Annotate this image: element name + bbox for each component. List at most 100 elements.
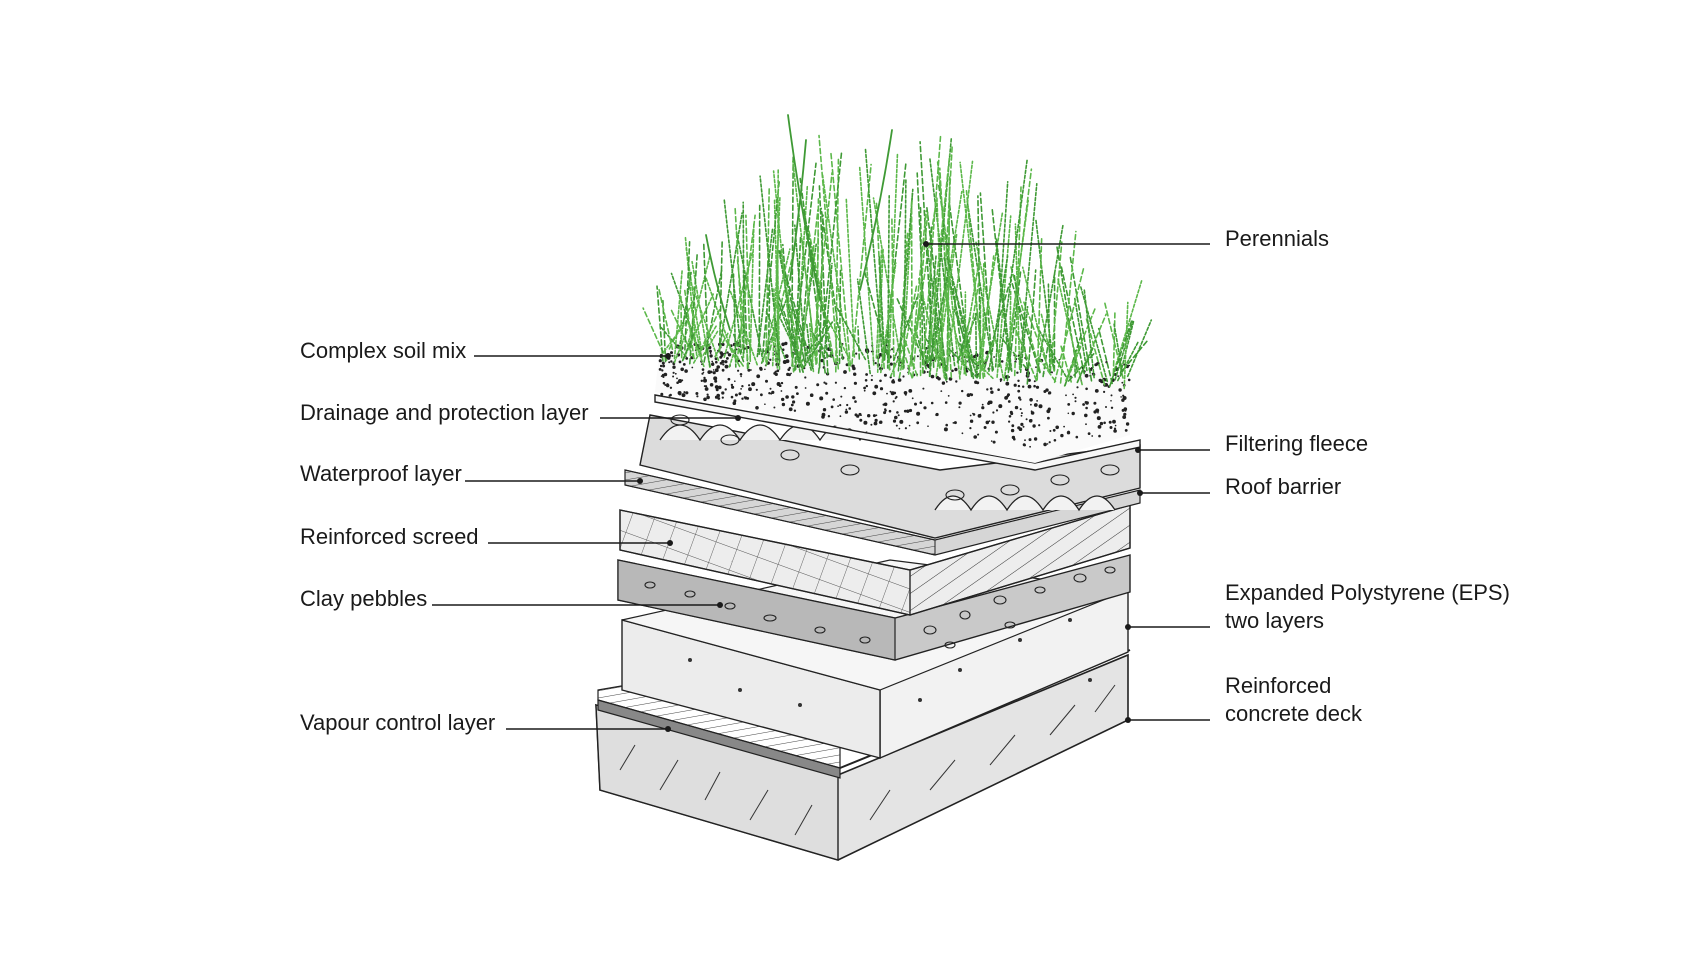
soil-grain (992, 411, 995, 414)
soil-grain (701, 372, 704, 375)
grass-stroke (692, 324, 718, 364)
soil-grain (985, 351, 988, 355)
soil-grain (874, 362, 877, 365)
soil-grain (804, 376, 807, 379)
grass-stroke (765, 187, 770, 363)
label-fleece-line1: Filtering fleece (1225, 431, 1369, 456)
soil-grain (1096, 416, 1101, 421)
soil-grain (883, 373, 887, 377)
soil-grain (992, 440, 996, 444)
soil-grain (661, 373, 665, 377)
soil-grain (1066, 431, 1071, 435)
grass-stroke (898, 282, 918, 379)
grass-stroke (977, 337, 996, 377)
soil-grain (670, 351, 673, 355)
grass-stroke (803, 211, 833, 358)
soil-grain (1109, 426, 1113, 429)
soil-grain (891, 348, 894, 351)
soil-grain (961, 432, 964, 435)
soil-grain (947, 395, 950, 397)
soil-grain (1124, 429, 1128, 432)
grass-stroke (777, 294, 799, 355)
grass-stroke (927, 153, 951, 363)
soil-grain (741, 397, 744, 400)
soil-grain (1017, 389, 1021, 393)
soil-grain (863, 389, 866, 392)
soil-grain (923, 406, 927, 410)
soil-grain (819, 396, 824, 401)
grass-stroke (1026, 269, 1037, 385)
label-concrete-deck: Reinforced concrete deck (1225, 672, 1362, 728)
soil-grain (781, 402, 786, 407)
soil-grain (717, 397, 721, 400)
label-eps-line1: Expanded Polystyrene (EPS) (1225, 580, 1510, 605)
soil-grain (952, 422, 955, 424)
soil-grain (711, 362, 715, 366)
soil-grain (661, 369, 664, 372)
grass-stroke (1036, 355, 1057, 383)
grass-stroke (935, 233, 958, 377)
soil-grain (919, 401, 923, 405)
soil-grain (1075, 435, 1079, 439)
soil-grain (672, 365, 676, 369)
label-complex-soil-mix: Complex soil mix (300, 338, 467, 363)
grass-stroke (838, 267, 842, 365)
soil-grain (1033, 403, 1038, 407)
soil-grain (1084, 413, 1088, 418)
soil-grain (706, 395, 710, 400)
soil-grain (1110, 406, 1114, 409)
soil-grain (1020, 412, 1023, 415)
soil-grain (1099, 421, 1104, 426)
grass-stroke (1113, 323, 1123, 372)
soil-grain (712, 371, 716, 375)
soil-grain (658, 359, 662, 363)
soil-grain (945, 380, 948, 383)
grass-stroke (658, 288, 674, 350)
grass-stroke (799, 177, 826, 374)
soil-grain (670, 360, 673, 363)
soil-grain (1027, 384, 1032, 389)
soil-grain (874, 418, 878, 422)
soil-grain (755, 406, 759, 410)
soil-grain (1074, 396, 1077, 399)
soil-grain (1110, 394, 1113, 397)
grass-stroke (680, 293, 683, 359)
soil-grain (1103, 390, 1106, 393)
soil-grain (1065, 394, 1067, 397)
soil-grain (843, 370, 847, 374)
soil-grain (908, 389, 913, 393)
soil-grain (1121, 381, 1124, 384)
soil-grain (727, 377, 731, 381)
soil-grain (792, 400, 796, 404)
soil-grain (658, 368, 662, 371)
soil-grain (916, 355, 919, 358)
soil-grain (682, 363, 686, 366)
grass-stroke (704, 343, 711, 368)
soil-grain (724, 364, 729, 369)
soil-grain (1010, 412, 1014, 416)
soil-grain (691, 366, 694, 369)
soil-grain (886, 392, 888, 395)
soil-grain (865, 373, 868, 376)
soil-grain (676, 377, 678, 380)
soil-grain (888, 409, 892, 413)
soil-grain (786, 372, 790, 376)
soil-grain (872, 414, 876, 418)
grass-stroke (673, 270, 683, 360)
soil-grain (997, 388, 1000, 392)
soil-grain (1063, 425, 1065, 428)
grass-stroke (670, 309, 695, 360)
label-waterproof: Waterproof layer (300, 461, 462, 486)
grass-stroke (702, 241, 709, 355)
soil-grain (940, 390, 943, 392)
grass-stroke (823, 262, 833, 360)
grass-stroke (742, 201, 745, 354)
grass-stroke (898, 230, 909, 367)
grass-stroke (913, 325, 927, 370)
soil-grain (1067, 403, 1071, 406)
soil-grain (822, 408, 827, 412)
soil-grain (875, 414, 878, 417)
grass-stroke (794, 236, 802, 372)
soil-grain (1067, 412, 1070, 415)
soil-grain (715, 388, 719, 392)
